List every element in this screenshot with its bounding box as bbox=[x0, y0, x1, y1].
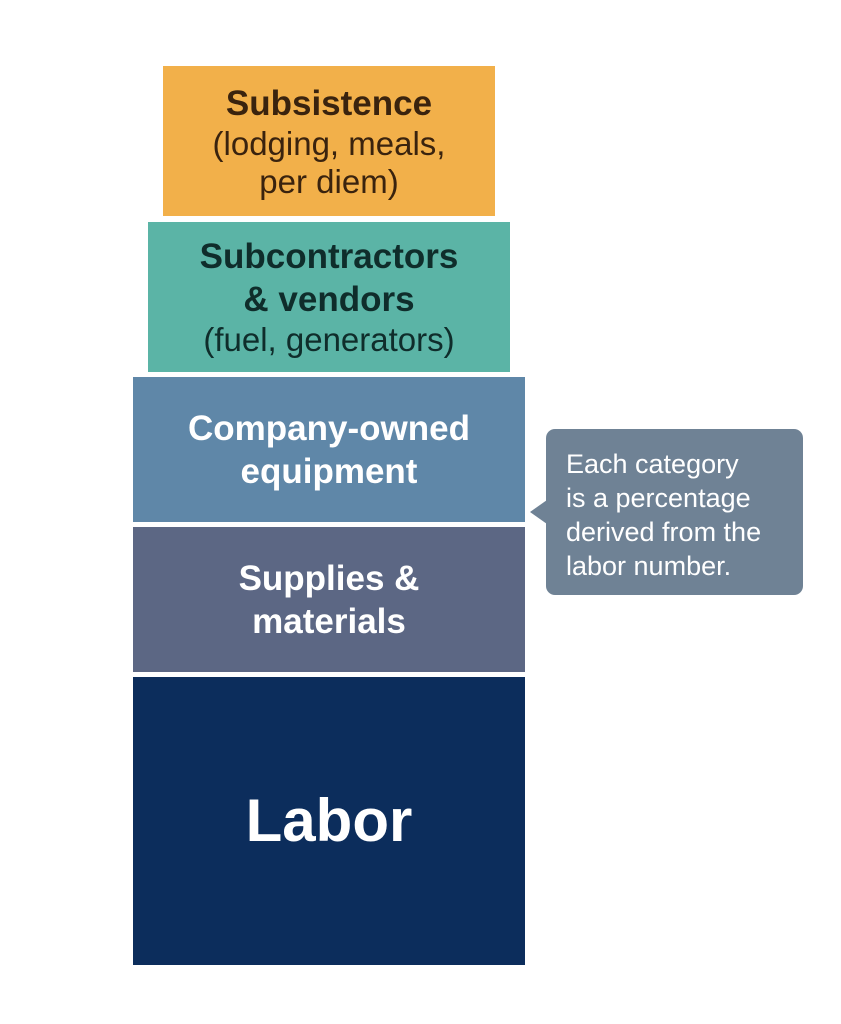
supplies-title-line1: Supplies & bbox=[238, 558, 420, 598]
equipment-title-line1: Company-owned bbox=[188, 408, 470, 448]
supplies-block: Supplies & materials bbox=[133, 527, 525, 672]
equipment-block: Company-owned equipment bbox=[133, 377, 525, 522]
labor-title: Labor bbox=[245, 787, 413, 854]
callout-pointer bbox=[530, 500, 547, 524]
subcontractors-detail: (fuel, generators) bbox=[203, 321, 455, 358]
subsistence-detail-line1: (lodging, meals, bbox=[212, 124, 446, 162]
callout-line1: Each category bbox=[566, 449, 739, 479]
equipment-title-line2: equipment bbox=[240, 451, 418, 491]
subsistence-title: Subsistence bbox=[225, 83, 433, 123]
supplies-title-line2: materials bbox=[252, 601, 406, 641]
callout-line3: derived from the bbox=[566, 517, 762, 547]
subsistence-detail-line2: per diem) bbox=[259, 162, 399, 200]
callout-line2: is a percentage bbox=[566, 483, 751, 513]
labor-block: Labor bbox=[133, 677, 525, 965]
callout-note: Each category is a percentage derived fr… bbox=[546, 429, 803, 595]
callout-line4: labor number. bbox=[566, 551, 732, 581]
subcontractors-title-line1: Subcontractors bbox=[199, 237, 459, 276]
subcontractors-block: Subcontractors & vendors (fuel, generato… bbox=[148, 222, 510, 372]
subcontractors-title-line2: & vendors bbox=[243, 280, 415, 319]
subsistence-block: Subsistence (lodging, meals, per diem) bbox=[163, 66, 495, 216]
